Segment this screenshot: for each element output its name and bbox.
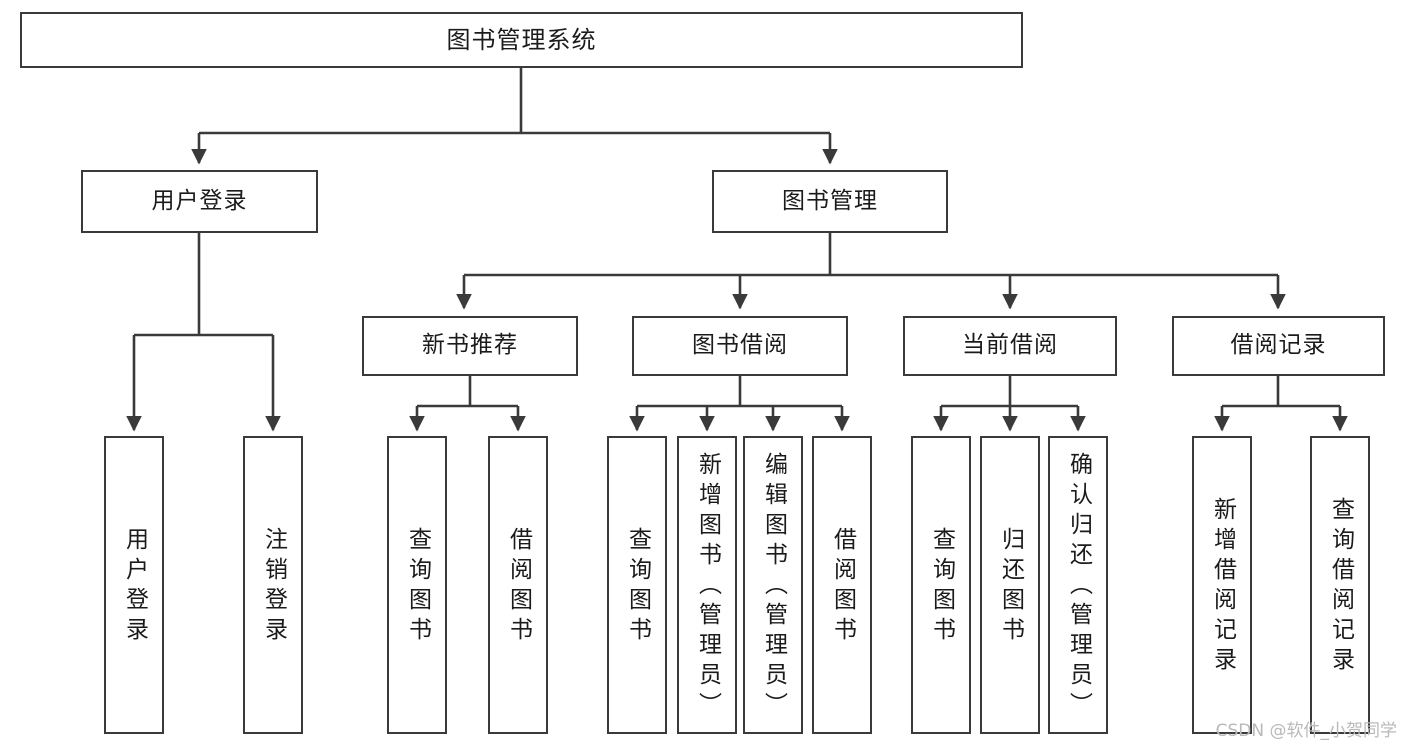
node-label: 查询图书 <box>624 527 651 647</box>
node-leaf-borrow-book[interactable]: 借阅图书 <box>812 436 872 734</box>
node-label: 查询图书 <box>404 527 431 647</box>
node-label: 编辑图书（管理员） <box>760 452 787 722</box>
node-label: 图书管理系统 <box>446 25 597 54</box>
node-book-borrow[interactable]: 图书借阅 <box>632 316 848 376</box>
node-label: 注销登录 <box>260 527 287 647</box>
node-label: 借阅记录 <box>1230 332 1327 359</box>
node-label: 新增借阅记录 <box>1209 497 1236 677</box>
node-leaf-query-borrow-record[interactable]: 查询借阅记录 <box>1310 436 1370 734</box>
node-new-book-recommend[interactable]: 新书推荐 <box>362 316 578 376</box>
node-leaf-logout[interactable]: 注销登录 <box>243 436 303 734</box>
node-label: 归还图书 <box>997 527 1024 647</box>
node-root-book-management-system[interactable]: 图书管理系统 <box>20 12 1023 68</box>
node-label: 确认归还（管理员） <box>1065 452 1092 722</box>
node-leaf-query-book-current[interactable]: 查询图书 <box>911 436 971 734</box>
node-label: 用户登录 <box>121 527 148 647</box>
node-leaf-edit-book[interactable]: 编辑图书（管理员） <box>743 436 803 734</box>
node-label: 查询借阅记录 <box>1327 497 1354 677</box>
node-leaf-query-book-recommend[interactable]: 查询图书 <box>387 436 447 734</box>
node-leaf-add-borrow-record[interactable]: 新增借阅记录 <box>1192 436 1252 734</box>
node-user-login[interactable]: 用户登录 <box>81 170 318 233</box>
node-label: 借阅图书 <box>829 527 856 647</box>
node-leaf-query-book-borrow[interactable]: 查询图书 <box>607 436 667 734</box>
node-label: 用户登录 <box>151 187 248 214</box>
node-leaf-user-login[interactable]: 用户登录 <box>104 436 164 734</box>
node-leaf-borrow-book-recommend[interactable]: 借阅图书 <box>488 436 548 734</box>
node-label: 新增图书（管理员） <box>694 452 721 722</box>
node-label: 新书推荐 <box>422 332 518 359</box>
node-label: 图书管理 <box>782 187 878 214</box>
node-current-borrow[interactable]: 当前借阅 <box>903 316 1117 376</box>
node-borrow-record[interactable]: 借阅记录 <box>1172 316 1385 376</box>
node-label: 图书借阅 <box>692 332 788 359</box>
node-book-manage[interactable]: 图书管理 <box>712 170 948 233</box>
node-leaf-return-book[interactable]: 归还图书 <box>980 436 1040 734</box>
node-label: 当前借阅 <box>962 332 1058 359</box>
node-label: 查询图书 <box>928 527 955 647</box>
node-label: 借阅图书 <box>505 527 532 647</box>
node-leaf-add-book[interactable]: 新增图书（管理员） <box>677 436 737 734</box>
watermark: CSDN @软件_小贺同学 <box>1215 721 1397 741</box>
node-leaf-confirm-return[interactable]: 确认归还（管理员） <box>1048 436 1108 734</box>
